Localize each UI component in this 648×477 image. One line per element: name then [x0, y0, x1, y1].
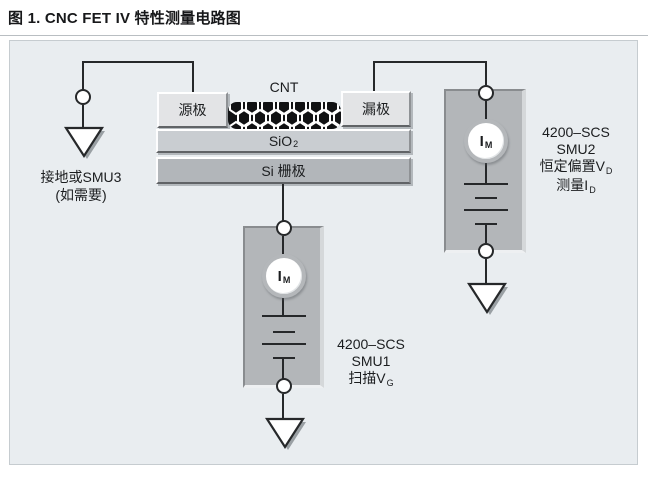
title-divider [0, 35, 648, 36]
drain-electrode: 漏极 [341, 91, 411, 127]
wire-segment [485, 61, 487, 85]
wire-segment [373, 61, 487, 63]
wire-segment [485, 259, 487, 284]
smu1-bottom-terminal [276, 378, 292, 394]
smu2-top-terminal [478, 85, 494, 101]
ground-icon [63, 126, 105, 159]
wire-segment [282, 236, 284, 254]
smu1-top-terminal [276, 220, 292, 236]
smu2-label: 4200–SCS SMU2 恒定偏置VD 测量ID [539, 124, 613, 195]
battery-plate-short [475, 197, 497, 199]
wire-segment [485, 163, 487, 184]
wire-segment [282, 298, 284, 316]
source-electrode: 源极 [157, 92, 228, 128]
cnt-channel [228, 102, 341, 129]
wire-segment [282, 359, 284, 386]
gate-layer: Si 栅极 [156, 157, 411, 184]
battery-plate-long [464, 183, 508, 185]
battery-plate-long [262, 315, 306, 317]
wire-segment [192, 61, 194, 92]
smu1-label: 4200–SCS SMU1 扫描VG [337, 336, 405, 388]
junction-terminal [75, 89, 91, 105]
wire-segment [373, 61, 375, 91]
cnt-label: CNT [269, 79, 299, 95]
wire-segment [82, 61, 194, 63]
diagram-panel: 接地或SMU3 (如需要) CNT 源极 漏极 [9, 40, 638, 465]
ground-icon [466, 282, 508, 315]
battery-plate-short [273, 331, 295, 333]
battery-plate-long [262, 343, 306, 345]
wire-segment [485, 101, 487, 119]
battery-plate-long [464, 209, 508, 211]
smu2-bottom-terminal [478, 243, 494, 259]
battery-plate-short [273, 357, 295, 359]
battery-plate-short [475, 223, 497, 225]
ground-smu3-label: 接地或SMU3 (如需要) [40, 169, 122, 203]
wire-segment [82, 61, 84, 90]
ground-icon [264, 417, 306, 450]
figure-title: 图 1. CNC FET IV 特性测量电路图 [8, 10, 241, 27]
wire-segment [282, 394, 284, 419]
wire-segment [82, 105, 84, 128]
wire-segment [485, 225, 487, 243]
wire-segment [282, 184, 284, 221]
